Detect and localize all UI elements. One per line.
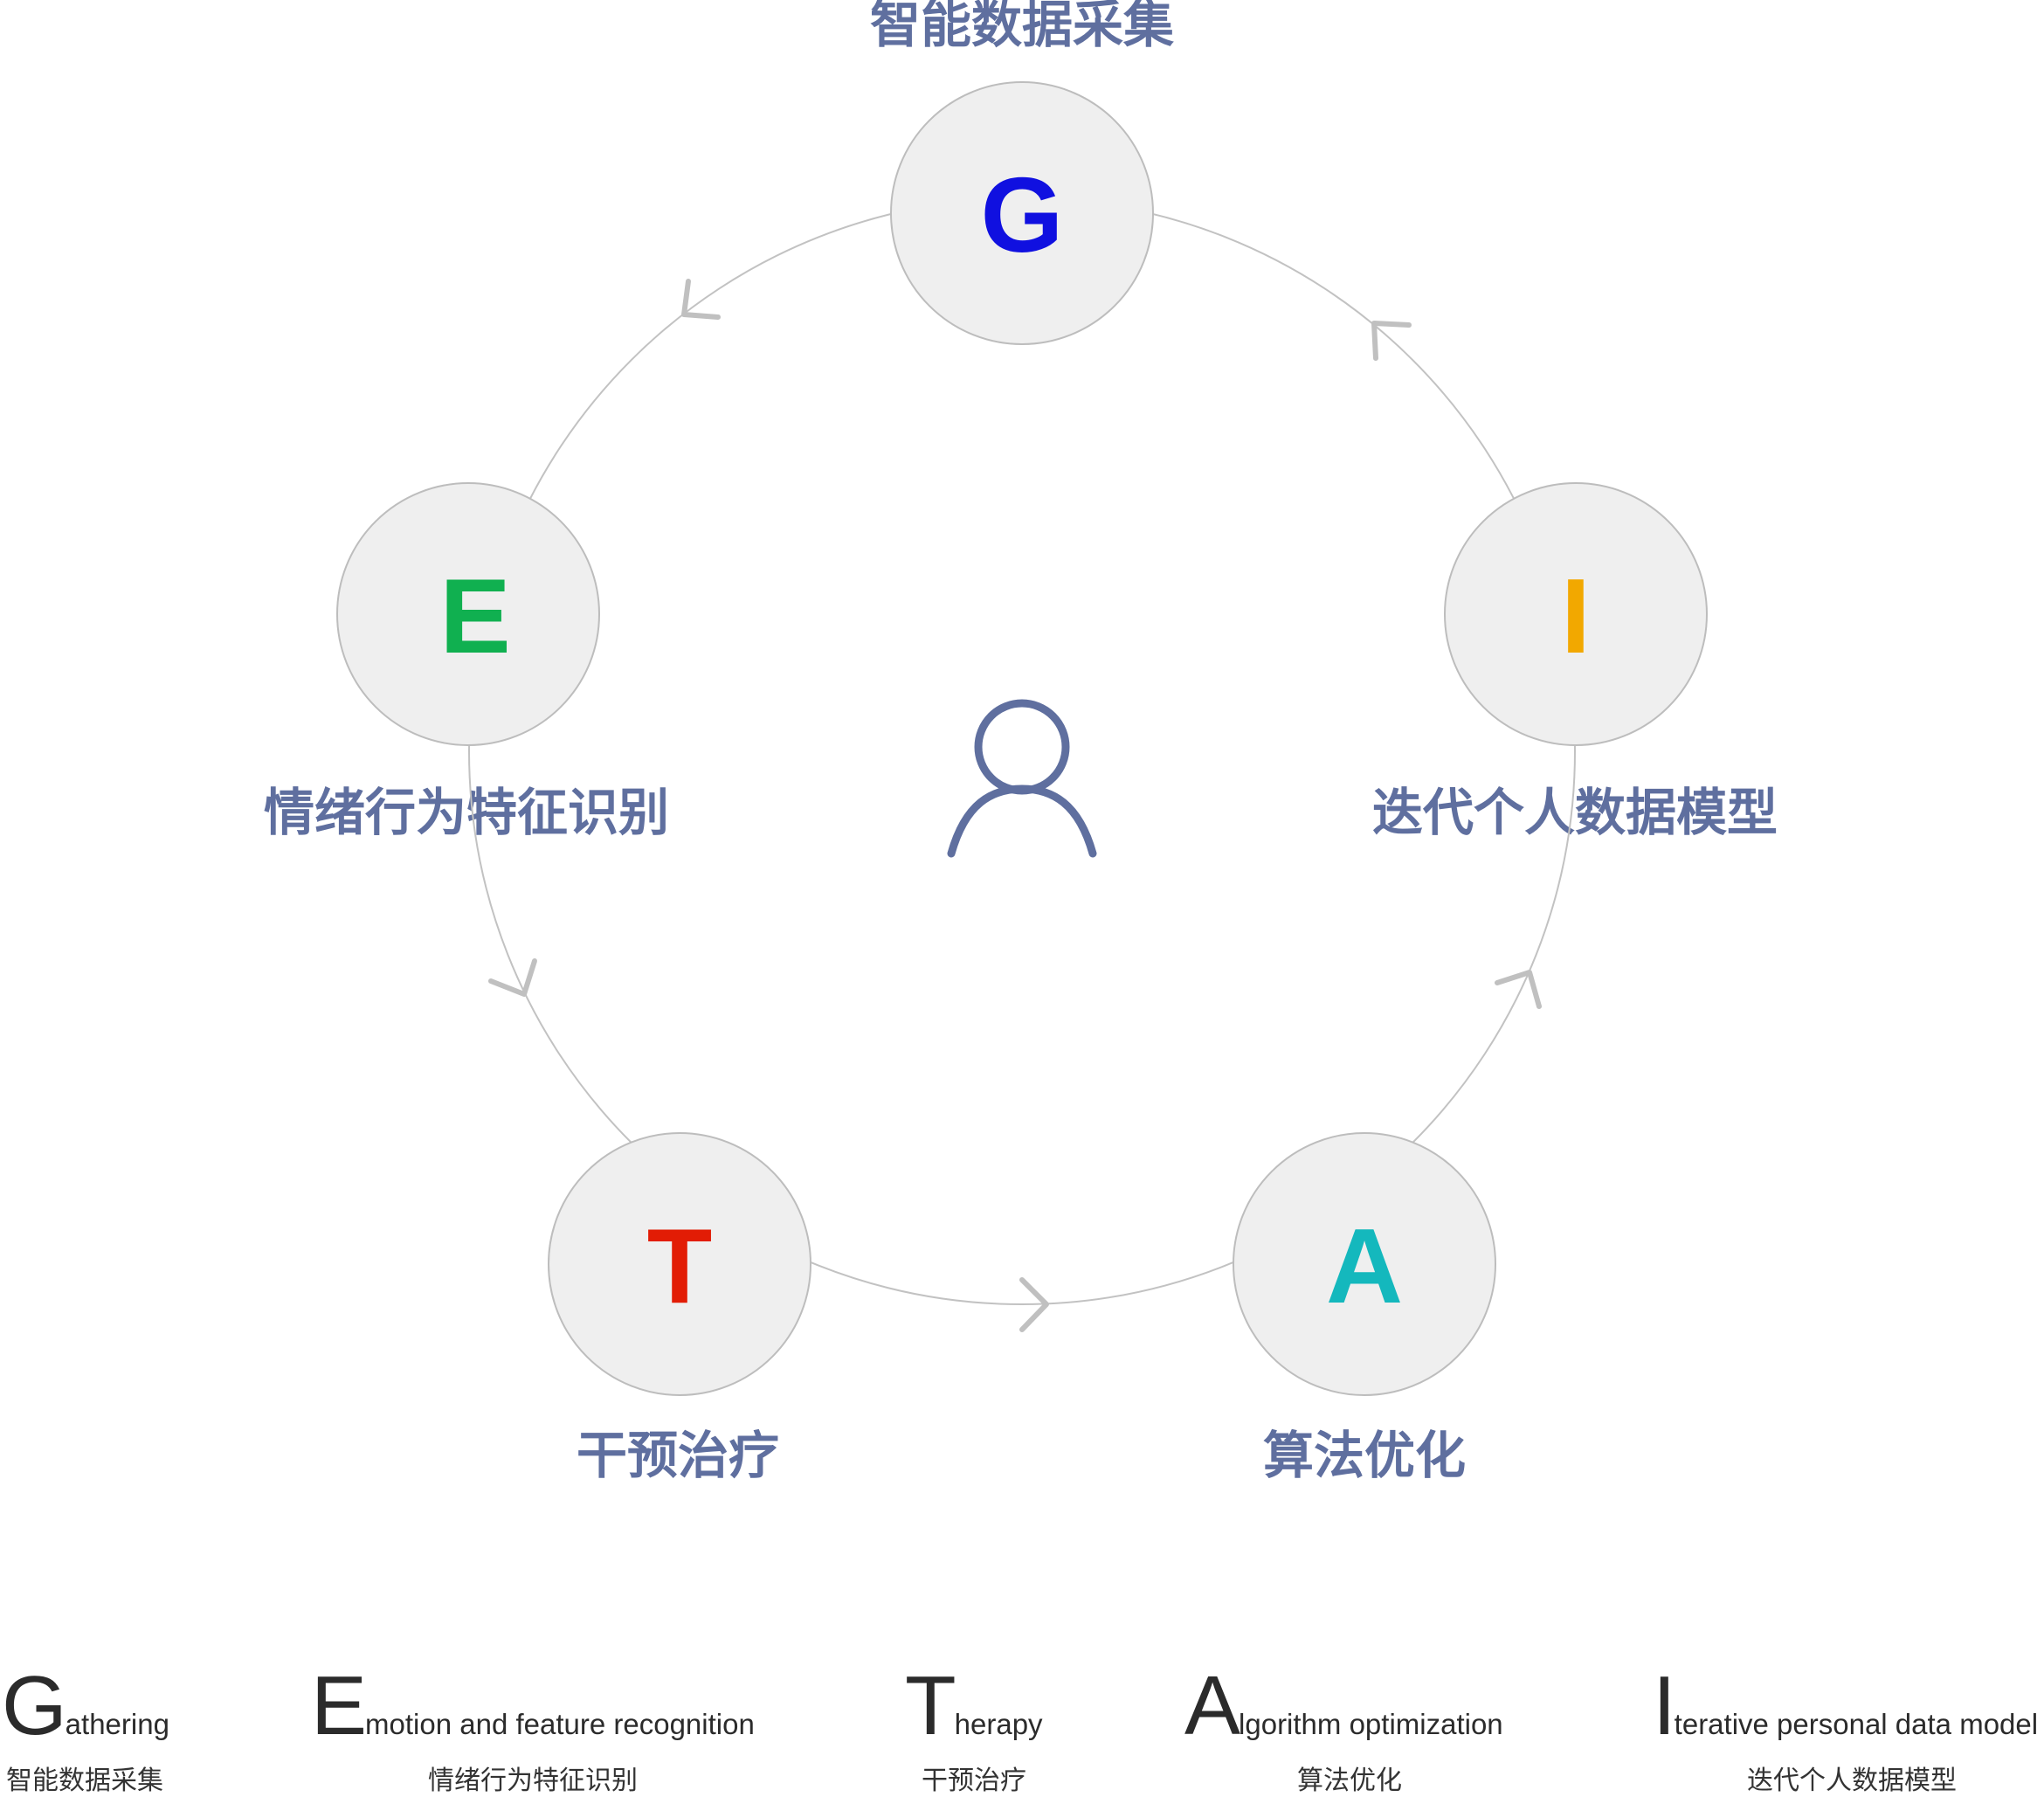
legend-zh: 算法优化 (1297, 1766, 1402, 1796)
node-circle-t (548, 1132, 811, 1396)
node-circle-a (1233, 1132, 1496, 1396)
arrow-e-to-t-icon (488, 958, 537, 997)
legend-item-e: Emotion and feature recognition 情绪行为特征识别 (311, 1664, 755, 1797)
node-circle-g (890, 81, 1154, 345)
node-g: G (890, 81, 1154, 345)
legend-item-g: Gathering 智能数据采集 (2, 1664, 169, 1797)
legend-zh: 情绪行为特征识别 (428, 1766, 638, 1796)
legend-rest: herapy (954, 1708, 1043, 1740)
legend-en: Therapy (905, 1664, 1043, 1748)
node-letter-g: G (981, 156, 1064, 274)
legend-item-a: Algorithm optimization 算法优化 (1184, 1664, 1503, 1797)
user-icon (947, 699, 1097, 858)
node-circle-i (1444, 482, 1708, 746)
node-letter-e: E (439, 556, 510, 675)
legend: Gathering 智能数据采集 Emotion and feature rec… (0, 1664, 2044, 1797)
arrow-i-to-g-icon (1371, 321, 1412, 361)
node-a: A (1233, 1132, 1496, 1396)
node-letter-i: I (1561, 556, 1591, 675)
arrow-a-to-i-icon (1495, 970, 1542, 1009)
node-label-a: 算法优化 (1263, 1426, 1466, 1485)
legend-zh: 迭代个人数据模型 (1747, 1766, 1957, 1796)
legend-rest: lgorithm optimization (1239, 1708, 1503, 1740)
legend-item-t: Therapy 干预治疗 (905, 1664, 1043, 1797)
node-label-t: 干预治疗 (577, 1426, 779, 1485)
legend-zh: 干预治疗 (922, 1766, 1026, 1796)
node-letter-t: T (647, 1206, 713, 1325)
legend-rest: athering (65, 1708, 169, 1740)
legend-rest: terative personal data model (1674, 1708, 2039, 1740)
legend-en: Emotion and feature recognition (311, 1664, 755, 1748)
cycle-ring (468, 197, 1576, 1305)
arrow-g-to-e-icon (681, 279, 721, 320)
node-i: I (1444, 482, 1708, 746)
node-letter-a: A (1326, 1206, 1403, 1325)
user-body (947, 784, 1097, 858)
legend-initial: T (905, 1659, 956, 1752)
arrow-t-to-a-icon (1019, 1277, 1049, 1332)
legend-zh: 智能数据采集 (6, 1766, 163, 1796)
legend-item-i: Iterative personal data model 迭代个人数据模型 (1653, 1664, 2039, 1797)
legend-en: Gathering (2, 1664, 169, 1748)
node-label-g: 智能数据采集 (870, 0, 1174, 54)
node-e: E (336, 482, 600, 746)
legend-rest: motion and feature recognition (365, 1708, 755, 1740)
node-label-e: 情绪行为特征识别 (264, 783, 669, 842)
legend-initial: G (2, 1659, 67, 1752)
node-t: T (548, 1132, 811, 1396)
node-label-i: 迭代个人数据模型 (1372, 783, 1778, 842)
legend-initial: I (1653, 1659, 1676, 1752)
legend-initial: A (1184, 1659, 1240, 1752)
user-head (974, 699, 1070, 795)
legend-en: Iterative personal data model (1653, 1664, 2039, 1748)
node-circle-e (336, 482, 600, 746)
legend-en: Algorithm optimization (1184, 1664, 1503, 1748)
legend-initial: E (311, 1659, 367, 1752)
